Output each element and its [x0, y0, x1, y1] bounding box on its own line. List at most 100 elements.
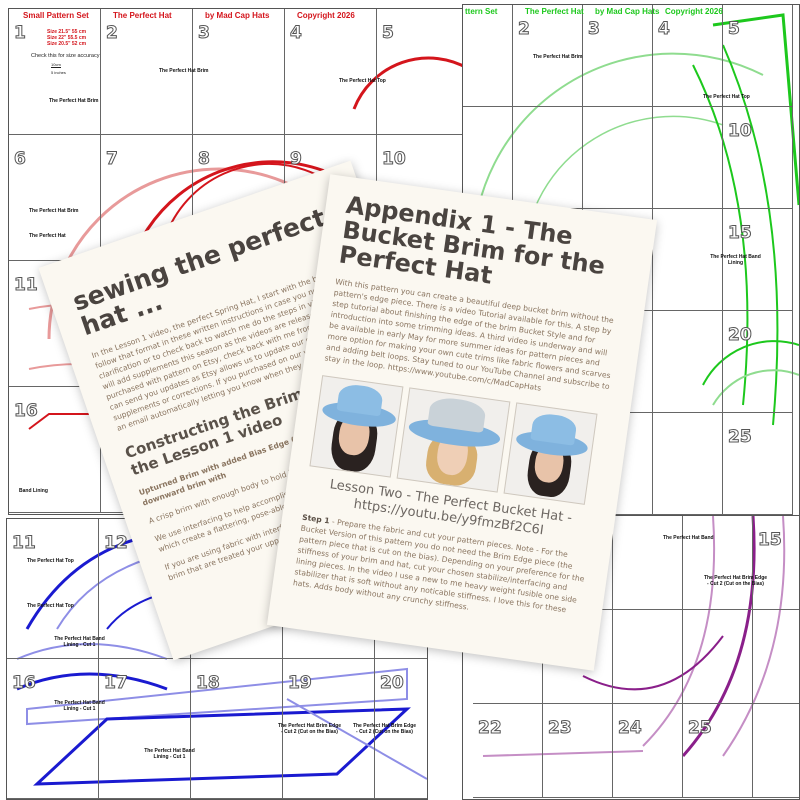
- pattern-piece-label: The Perfect Hat Band Lining - Cut 1: [54, 636, 105, 648]
- page-number: 3: [588, 19, 601, 40]
- sheet-header: Copyright 2026: [665, 7, 723, 16]
- pattern-cell: [583, 107, 653, 209]
- page-number: 8: [198, 149, 211, 170]
- page-number: 20: [380, 673, 405, 694]
- pattern-cell: [683, 516, 753, 610]
- page-number: 6: [14, 149, 27, 170]
- page-number: 11: [14, 275, 39, 296]
- pattern-cell: 20: [723, 311, 793, 413]
- pattern-piece-label: The Perfect Hat Band: [663, 535, 714, 541]
- pattern-piece-label: The Perfect Hat Band Lining - Cut 1: [54, 700, 105, 712]
- pattern-piece-label: The Perfect Hat Band Lining - Cut 1: [144, 748, 195, 760]
- sheet-header: by Mad Cap Hats: [595, 7, 660, 16]
- pattern-cell: [543, 610, 613, 704]
- pattern-piece-label: The Perfect Hat Brim Edge - Cut 2 (Cut o…: [277, 723, 342, 735]
- page-number: 4: [290, 23, 303, 44]
- pattern-cell: [753, 610, 799, 704]
- pattern-cell: 4: [285, 9, 377, 135]
- page-number: 19: [288, 673, 313, 694]
- pattern-cell: [375, 519, 427, 659]
- pattern-cell: [683, 610, 753, 704]
- scale-label: 10cm: [51, 62, 61, 68]
- page-number: 5: [728, 19, 741, 40]
- pattern-cell: [513, 107, 583, 209]
- pattern-cell: [463, 5, 513, 107]
- pattern-piece-label: The Perfect Hat Top: [27, 558, 74, 564]
- sheet-header: Copyright 2026: [297, 11, 355, 20]
- pattern-cell: 18: [191, 659, 283, 799]
- pattern-piece-label: The Perfect Hat Top: [703, 94, 750, 100]
- sheet-header: The Perfect Hat: [525, 7, 584, 16]
- size-check-note: Check this for size accuracy: [31, 53, 100, 59]
- pattern-piece-label: The Perfect Hat Band Lining: [710, 254, 761, 266]
- pattern-piece-label: The Perfect Hat Brim: [49, 98, 99, 104]
- page-number: 5: [382, 23, 395, 44]
- pattern-cell: 11: [7, 519, 99, 659]
- page-number: 3: [198, 23, 211, 44]
- hat-photo-left: [309, 374, 404, 478]
- pattern-cell: 6: [9, 135, 101, 261]
- pattern-cell: 5: [377, 9, 469, 135]
- pattern-piece-label: The Perfect Hat Top: [339, 78, 386, 84]
- pattern-cell: [653, 209, 723, 311]
- pattern-pieces-purple: [482, 516, 786, 757]
- page-number: 20: [728, 325, 753, 346]
- pattern-cell: 25: [723, 413, 793, 515]
- page-number: 18: [196, 673, 221, 694]
- page-number: 12: [104, 533, 129, 554]
- hat-photo-right: [503, 401, 598, 505]
- sheet-header: The Perfect Hat: [113, 11, 172, 20]
- hat-photo-center: [396, 386, 511, 493]
- pattern-piece-label: The Perfect Hat Brim Edge - Cut 2 (Cut o…: [703, 575, 768, 587]
- pattern-cell: [653, 413, 723, 515]
- pattern-pieces-green: [471, 13, 799, 426]
- page-number: 17: [104, 673, 129, 694]
- page-number: 9: [290, 149, 303, 170]
- pattern-cell: 25: [683, 704, 753, 798]
- pattern-cell: 10: [723, 107, 793, 209]
- pattern-piece-label: The Perfect Hat: [29, 233, 66, 239]
- pattern-piece-label: The Perfect Hat Brim: [29, 208, 79, 214]
- page-number: 7: [106, 149, 119, 170]
- page-number: 23: [548, 718, 573, 739]
- page-number: 4: [658, 19, 671, 40]
- pattern-cell: [653, 311, 723, 413]
- page-number: 10: [728, 121, 753, 142]
- pattern-piece-label: The Perfect Hat Brim: [159, 68, 209, 74]
- sheet-header: by Mad Cap Hats: [205, 11, 270, 20]
- page-number: 24: [618, 718, 643, 739]
- page-number: 22: [478, 718, 503, 739]
- pattern-cell: 2: [101, 9, 193, 135]
- page-number: 16: [12, 673, 37, 694]
- pattern-cell: 23: [543, 704, 613, 798]
- pattern-cell: 17: [99, 659, 191, 799]
- pattern-cell: 3: [583, 5, 653, 107]
- pattern-cell: [753, 704, 799, 798]
- size-line: Size 22" 55.5 cm: [47, 35, 87, 41]
- page-number: 11: [12, 533, 37, 554]
- pattern-cell: 15: [753, 516, 799, 610]
- pattern-piece-label: The Perfect Hat Brim: [533, 54, 583, 60]
- page-number: 16: [14, 401, 39, 422]
- size-line: Size 21.5" 55 cm: [47, 29, 87, 35]
- sheet-header: Small Pattern Set: [23, 11, 89, 20]
- page-number: 1: [14, 23, 27, 44]
- pattern-cell: 5: [723, 5, 793, 107]
- pattern-cell: 3: [193, 9, 285, 135]
- appendix-page: Appendix 1 - The Bucket Brim for the Per…: [266, 174, 658, 671]
- pattern-cell: [583, 413, 653, 515]
- pattern-cell: 24: [613, 704, 683, 798]
- pattern-cell: 1: [9, 9, 101, 135]
- pattern-cell: [613, 516, 683, 610]
- pattern-cell: 16: [7, 659, 99, 799]
- pattern-cell: [613, 610, 683, 704]
- pattern-cell: 20: [375, 659, 427, 799]
- pattern-cell: 2: [513, 5, 583, 107]
- pattern-cell: 22: [473, 704, 543, 798]
- pattern-cell: 4: [653, 5, 723, 107]
- scale-label: 5 inches: [51, 70, 66, 75]
- pattern-piece-label: The Perfect Hat Top: [27, 603, 74, 609]
- size-line: Size 20.5" 52 cm: [47, 41, 87, 47]
- pattern-cell: 15: [723, 209, 793, 311]
- pattern-cell: 19: [283, 659, 375, 799]
